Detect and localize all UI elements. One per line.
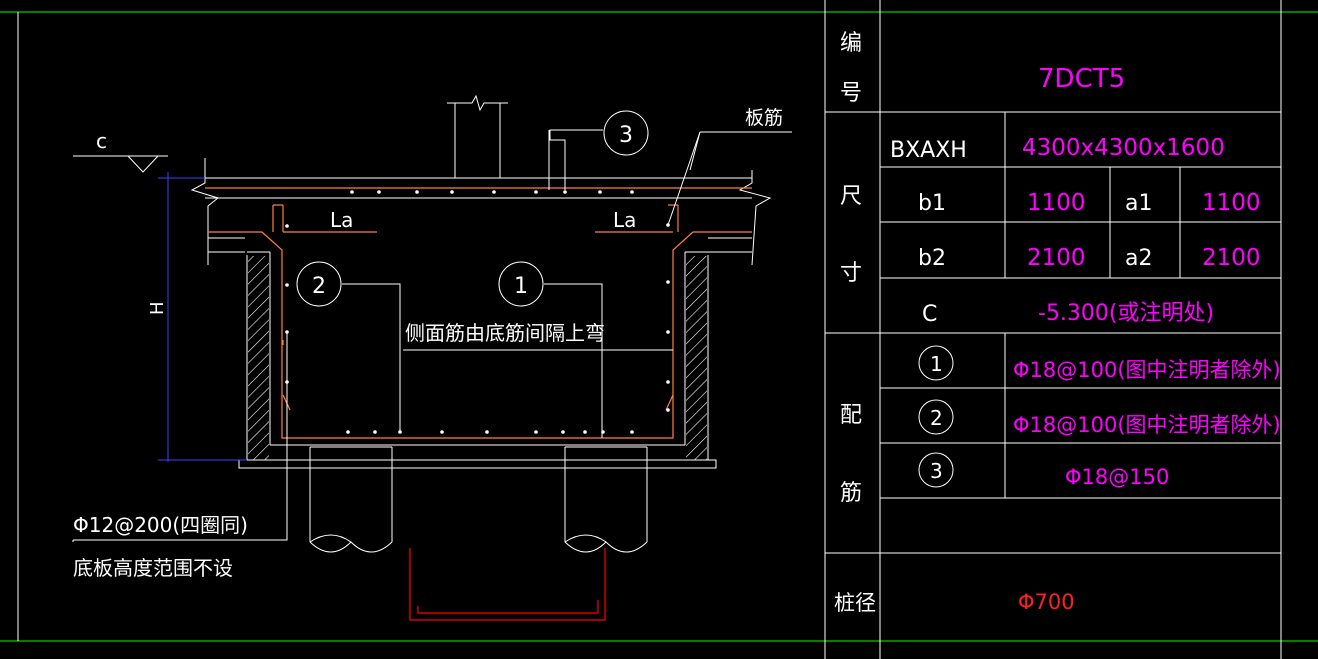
- callout-3-circle: [603, 110, 649, 156]
- r3-mark: 3: [930, 459, 943, 483]
- code-label-2: 号: [840, 81, 862, 106]
- r1-circle: [918, 345, 954, 381]
- b1-value: 1100: [1027, 190, 1086, 216]
- a1-value: 1100: [1202, 190, 1261, 216]
- r3-value: Φ18@150: [1065, 465, 1169, 489]
- r2-circle: [918, 399, 954, 435]
- bxaxh-value: 4300x4300x1600: [1022, 135, 1225, 161]
- b1-label: b1: [918, 191, 946, 216]
- code-label-1: 编: [840, 31, 862, 56]
- leaders: [72, 129, 792, 542]
- r3-circle: [918, 452, 954, 488]
- r2-value: Φ18@100(图中注明者除外): [1013, 413, 1281, 437]
- rebars: [205, 187, 752, 439]
- spec-table-grid: [825, 111, 1281, 554]
- tie-beam: [409, 548, 606, 621]
- elev-mark-text: c: [96, 129, 107, 153]
- pile-value: Φ700: [1018, 590, 1075, 614]
- bxaxh-label: BXAXH: [890, 138, 967, 163]
- bottom-note: 底板高度范围不设: [73, 556, 233, 580]
- callout-1-circle: [498, 261, 544, 307]
- rebar-label-2: 筋: [840, 481, 862, 506]
- piles: [309, 446, 648, 553]
- r2-mark: 2: [930, 406, 943, 430]
- callout-1-text: 1: [514, 274, 528, 299]
- c-label: C: [922, 302, 937, 327]
- stirrup-note: Φ12@200(四圈同): [73, 513, 248, 537]
- a2-value: 2100: [1202, 245, 1261, 271]
- r1-mark: 1: [930, 352, 943, 376]
- code-value: 7DCT5: [1038, 64, 1125, 94]
- anchor-right-text: La: [613, 208, 636, 232]
- b2-label: b2: [918, 246, 946, 271]
- anchor-left-text: La: [330, 208, 353, 232]
- pile-cap-section: [190, 94, 772, 469]
- side-rebar-note: 侧面筋由底筋间隔上弯: [405, 321, 605, 345]
- a1-label: a1: [1125, 191, 1152, 216]
- b2-value: 2100: [1027, 245, 1086, 271]
- c-value: -5.300(或注明处): [1038, 301, 1214, 326]
- slab-rebar-label: 板筋: [745, 107, 783, 129]
- size-label-1: 尺: [840, 184, 862, 209]
- a2-label: a2: [1125, 246, 1152, 271]
- pile-label: 桩径: [834, 591, 876, 615]
- right-wall-hatch: [686, 256, 707, 460]
- height-dimension: [158, 172, 247, 462]
- callout-3-text: 3: [619, 123, 633, 148]
- callout-2-circle: [296, 261, 342, 307]
- rebar-label-1: 配: [840, 403, 862, 428]
- left-wall-hatch: [248, 256, 269, 460]
- callout-2-text: 2: [312, 274, 326, 299]
- r1-value: Φ18@100(图中注明者除外): [1013, 358, 1281, 382]
- size-label-2: 寸: [840, 261, 862, 286]
- height-dim-text: H: [147, 301, 168, 315]
- elevation-mark: [73, 155, 168, 173]
